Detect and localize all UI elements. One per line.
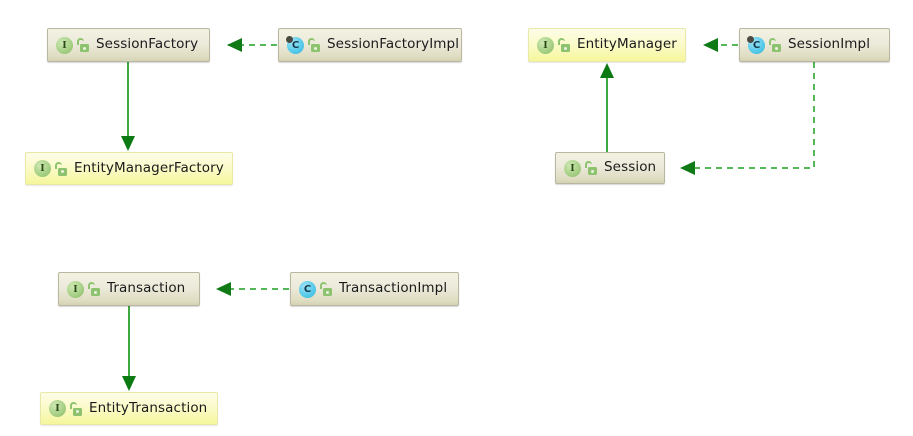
arrowhead-generalization xyxy=(121,136,135,151)
unlocked-padlock-icon xyxy=(77,38,89,52)
class-icon: C xyxy=(747,35,765,54)
node-label: TransactionImpl xyxy=(339,280,448,297)
edge-sessionFactoryImpl-realizes-sessionFactory xyxy=(227,38,277,52)
node-label: Transaction xyxy=(107,280,186,297)
class-marker-icon xyxy=(747,35,754,43)
edge-transactionImpl-realizes-transaction xyxy=(216,282,289,296)
unlocked-padlock-icon xyxy=(70,401,82,416)
node-sessionFactory[interactable]: I SessionFactory xyxy=(47,28,210,62)
edge-sessionImpl-realizes-entityManager xyxy=(703,38,738,52)
node-label: EntityManagerFactory xyxy=(74,159,224,176)
node-session[interactable]: I Session xyxy=(555,152,665,184)
node-label: EntityManager xyxy=(577,36,677,53)
interface-icon: I xyxy=(56,36,73,54)
unlocked-padlock-icon xyxy=(585,161,597,175)
node-label: SessionFactory xyxy=(96,36,199,53)
interface-icon: I xyxy=(537,36,554,54)
interface-icon: I xyxy=(34,160,51,177)
edge-sessionImpl-realizes-session xyxy=(680,62,815,175)
unlocked-padlock-icon xyxy=(769,38,781,52)
edge-session-extends-entityManager xyxy=(600,63,614,152)
node-entityManagerFactory[interactable]: I EntityManagerFactory xyxy=(25,152,233,185)
edge-line xyxy=(692,62,815,169)
unlocked-padlock-icon xyxy=(320,282,332,296)
unlocked-padlock-icon xyxy=(308,38,320,52)
arrowhead-realization xyxy=(216,282,231,296)
node-sessionFactoryImpl[interactable]: C SessionFactoryImpl xyxy=(278,28,462,62)
unlocked-padlock-icon xyxy=(558,38,570,52)
arrowhead-realization xyxy=(703,38,718,52)
arrowhead-generalization xyxy=(600,63,614,78)
arrowhead-realization xyxy=(227,38,242,52)
edge-transaction-extends-entityTransaction xyxy=(122,306,136,391)
node-transaction[interactable]: I Transaction xyxy=(58,272,200,306)
arrowhead-realization xyxy=(680,161,695,175)
node-sessionImpl[interactable]: C SessionImpl xyxy=(739,28,890,62)
class-marker-icon xyxy=(286,35,293,43)
interface-icon: I xyxy=(564,159,581,177)
node-label: SessionImpl xyxy=(788,36,871,53)
class-icon: C xyxy=(286,35,304,54)
node-label: SessionFactoryImpl xyxy=(327,36,460,53)
unlocked-padlock-icon xyxy=(55,161,67,176)
node-label: EntityTransaction xyxy=(89,399,208,416)
interface-icon: I xyxy=(67,280,84,298)
node-label: Session xyxy=(604,159,657,176)
node-transactionImpl[interactable]: C TransactionImpl xyxy=(290,272,459,306)
interface-icon: I xyxy=(49,400,66,417)
node-entityManager[interactable]: I EntityManager xyxy=(528,28,686,62)
arrowhead-generalization xyxy=(122,376,136,391)
node-entityTransaction[interactable]: I EntityTransaction xyxy=(40,392,218,425)
class-icon: C xyxy=(299,280,316,298)
edge-sessionFactory-extends-entityManagerFactory xyxy=(121,62,135,151)
unlocked-padlock-icon xyxy=(88,282,100,296)
